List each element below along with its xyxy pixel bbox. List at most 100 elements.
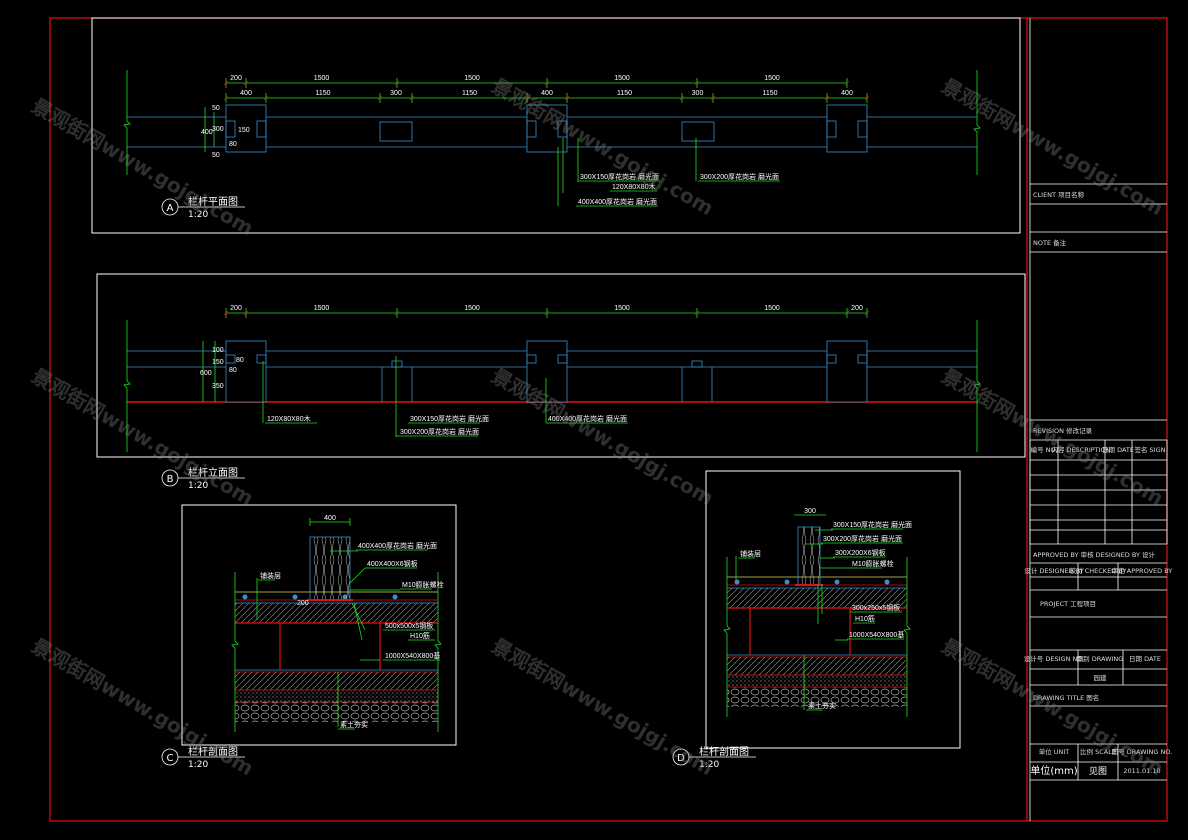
dimension-label: 400 — [841, 90, 853, 97]
callout-label: H10筋 — [410, 631, 430, 640]
drawing-number: 2011.01.10 — [1123, 767, 1160, 775]
callout-label: 500x500x5钢板 — [385, 621, 433, 630]
bottom-header: 比例 SCALE — [1080, 747, 1116, 756]
dimension-label: 1500 — [614, 305, 630, 312]
design-header: 设计号 DESIGN NO. — [1024, 654, 1084, 663]
scale-value: 见图 — [1089, 766, 1107, 777]
callout-label: 素土夯实 — [808, 701, 836, 710]
callout-label: 300x250x5钢板 — [852, 603, 900, 612]
dimension-label: 1500 — [764, 75, 780, 82]
callout-label: 400X400厚花岗岩 磨光面 — [358, 541, 437, 550]
dimension-label: 1500 — [314, 305, 330, 312]
section-c-frame — [181, 504, 457, 746]
design-header: 日期 DATE — [1129, 655, 1161, 663]
project-label: PROJECT 工程项目 — [1040, 599, 1096, 608]
stone-post — [797, 526, 821, 586]
section-d-frame — [705, 470, 961, 749]
callout-label: 120X80X80木 — [267, 414, 311, 423]
dimension-label: 200 — [297, 600, 309, 607]
dimension-label: 150 — [238, 127, 250, 134]
view-title: 栏杆平面图 — [188, 195, 238, 208]
view-title: 栏杆剖面图 — [699, 745, 749, 758]
dimension-label: 300 — [390, 90, 402, 97]
dimension-label: 50 — [212, 105, 220, 112]
dimension-label: 200 — [851, 305, 863, 312]
dimension-label: 1150 — [617, 90, 632, 97]
dimension-label: 1500 — [314, 75, 330, 82]
view-scale: 1:20 — [188, 210, 208, 220]
callout-label: 300X200厚花岗岩 磨光面 — [400, 427, 479, 436]
revision-header: 签名 SIGN — [1134, 445, 1165, 454]
callout-label: 120X80X80木 — [612, 182, 656, 191]
dimension-label: 400 — [201, 129, 213, 136]
dimension-label: 600 — [200, 370, 212, 377]
callout-label: 1000X540X800基 — [385, 651, 440, 660]
dimension-label: 400 — [324, 515, 336, 522]
dimension-label: 80 — [229, 141, 237, 148]
dimension-label: 350 — [212, 383, 224, 390]
callout-label: 300X150厚花岗岩 磨光面 — [580, 172, 659, 181]
callout-label: H10筋 — [855, 614, 875, 623]
note-label: NOTE 备注 — [1033, 238, 1067, 247]
dimension-label: 1150 — [762, 90, 777, 97]
dimension-label: 400 — [240, 90, 252, 97]
client-label: CLIENT 项目名称 — [1033, 190, 1085, 199]
dimension-label: 300 — [212, 126, 224, 133]
callout-label: 400X400厚花岗岩 磨光面 — [578, 197, 657, 206]
approval-label: APPROVED BY 审核 DESIGNED BY 设计 — [1033, 550, 1156, 559]
stone-post — [309, 536, 351, 601]
elevation-view-frame — [96, 273, 1026, 458]
view-title: 栏杆剖面图 — [188, 745, 238, 758]
callout-label: M10膨胀螺栓 — [402, 580, 444, 589]
bottom-header: 图号 DRAWING NO. — [1112, 748, 1173, 756]
dimension-label: 80 — [229, 367, 237, 374]
revision-header: 日期 DATE — [1102, 446, 1134, 454]
section-d-view: 300 300X150厚花岗岩 磨光面 300X200厚花岗岩 磨光面 300X200… — [672, 508, 912, 770]
dimension-label: 300 — [804, 508, 816, 515]
view-marker: C — [167, 753, 174, 764]
dimension-label: 80 — [236, 357, 244, 364]
drawing-title-label: DRAWING TITLE 图名 — [1033, 693, 1099, 702]
approval-header: 设计 DESIGNED BY — [1024, 566, 1083, 575]
approval-header: 校对 CHECKED BY — [1070, 566, 1127, 575]
approval-header: 审定 APPROVED BY — [1112, 566, 1173, 575]
view-scale: 1:20 — [188, 481, 208, 491]
view-scale: 1:20 — [699, 760, 719, 770]
design-header: 图别 DRAWING — [1077, 654, 1124, 663]
revision-header: 编号 NO. — [1031, 445, 1058, 454]
callout-label: M10膨胀螺栓 — [852, 559, 894, 568]
view-marker: B — [167, 474, 174, 485]
callout-label: 300X150厚花岗岩 磨光面 — [833, 520, 912, 529]
view-marker: A — [167, 203, 174, 214]
dimension-label: 1150 — [462, 90, 477, 97]
plan-view-frame — [91, 17, 1021, 234]
callout-label: 1000X540X800基 — [849, 630, 904, 639]
callout-label: 400X400厚花岗岩 磨光面 — [548, 414, 627, 423]
dimension-label: 200 — [230, 305, 242, 312]
dimension-label: 1500 — [464, 305, 480, 312]
bottom-header: 单位 UNIT — [1039, 747, 1070, 756]
dimension-label: 50 — [212, 152, 220, 159]
dimension-label: 200 — [230, 75, 242, 82]
drawing-type: 园建 — [1094, 673, 1108, 682]
callout-label: 铺装层 — [260, 571, 281, 580]
dimension-label: 1500 — [764, 305, 780, 312]
section-c-view: 400 200 400X400厚花岗岩 磨光面 400X400X6钢板 M10膨胀螺栓 5… — [161, 515, 444, 770]
callout-label: 铺装层 — [740, 549, 761, 558]
callout-label: 400X400X6钢板 — [367, 559, 418, 568]
callout-label: 300X150厚花岗岩 磨光面 — [410, 414, 489, 423]
dimension-label: 300 — [692, 90, 704, 97]
callout-label: 300X200X6钢板 — [835, 548, 886, 557]
revision-label: REVISION 修改记录 — [1033, 426, 1093, 435]
callout-label: 300X200厚花岗岩 磨光面 — [700, 172, 779, 181]
view-title: 栏杆立面图 — [188, 466, 238, 479]
callout-label: 300X200厚花岗岩 磨光面 — [823, 534, 902, 543]
revision-header: 内容 DESCRIPTION — [1051, 445, 1110, 454]
callout-label: 素土夯实 — [340, 720, 368, 729]
dimension-label: 1500 — [464, 75, 480, 82]
dimension-label: 400 — [541, 90, 553, 97]
view-scale: 1:20 — [188, 760, 208, 770]
